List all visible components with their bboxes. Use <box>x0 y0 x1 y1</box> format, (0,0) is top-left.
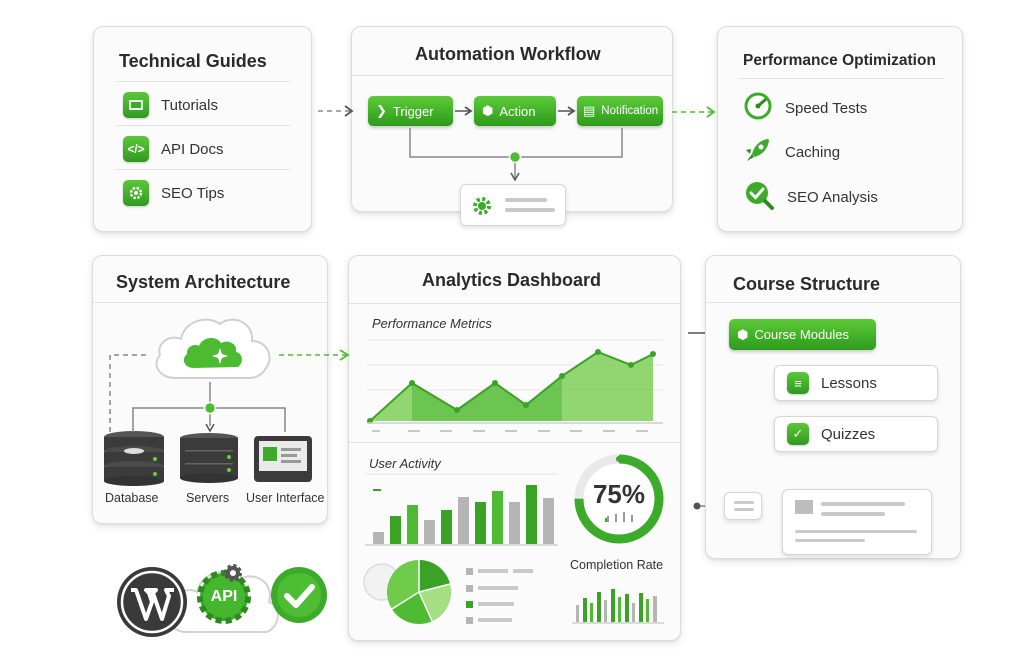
lessons-node[interactable]: ≡ Lessons <box>774 365 938 401</box>
code-icon: </> <box>123 136 149 162</box>
list-item-tutorials[interactable]: Tutorials <box>123 92 218 118</box>
divider <box>706 302 960 303</box>
check-badge-icon <box>270 566 328 629</box>
wordpress-logo <box>116 566 188 643</box>
api-gear-icon <box>195 568 253 631</box>
database-label: Database <box>105 491 159 505</box>
thumbnail <box>795 500 813 514</box>
chevron-right-icon: ❯ <box>376 103 387 118</box>
course-modules-node[interactable]: ⬢ Course Modules <box>729 319 876 350</box>
placeholder-line <box>821 502 905 506</box>
placeholder-line <box>505 198 547 202</box>
action-step[interactable]: ⬢ Action <box>474 96 556 126</box>
speed-tests-label: Speed Tests <box>785 99 868 117</box>
small-doc-box <box>724 492 762 520</box>
notification-step[interactable]: ▤ Notification <box>577 96 663 126</box>
divider <box>93 302 327 303</box>
divider <box>116 125 290 126</box>
completion-ring <box>574 454 664 544</box>
analytics-dashboard-title: Analytics Dashboard <box>422 270 602 290</box>
placeholder-line <box>795 539 865 542</box>
system-architecture-title: System Architecture <box>116 272 291 292</box>
list-item-speed-tests[interactable]: Speed Tests <box>743 91 867 125</box>
performance-metrics-label: Performance Metrics <box>372 316 492 331</box>
list-item-seo-analysis[interactable]: SEO Analysis <box>743 179 878 215</box>
checkbox-icon: ✓ <box>787 423 809 445</box>
document-icon: ▤ <box>583 103 596 118</box>
cube-icon: ⬢ <box>737 326 749 342</box>
api-docs-label: API Docs <box>161 140 224 158</box>
list-item-caching[interactable]: Caching <box>743 135 840 169</box>
performance-area-chart <box>367 339 663 432</box>
technical-guides-card: Technical Guides Tutorials </> API Docs … <box>93 26 312 232</box>
automation-workflow-title: Automation Workflow <box>415 44 601 64</box>
trigger-step[interactable]: ❯ Trigger <box>368 96 453 126</box>
user-interface-label: User Interface <box>246 491 325 505</box>
divider <box>352 75 672 76</box>
database-icon <box>103 430 165 491</box>
notification-label: Notification <box>601 105 659 117</box>
performance-optimization-card: Performance Optimization Speed Tests Cac… <box>717 26 963 232</box>
completion-rate-label: Completion Rate <box>570 558 664 572</box>
technical-guides-title: Technical Guides <box>119 51 267 71</box>
completion-value: 75% <box>592 479 646 509</box>
cube-icon: ⬢ <box>482 103 494 118</box>
monitor-icon <box>253 435 313 488</box>
placeholder-line <box>505 208 555 212</box>
list-item-seo-tips[interactable]: SEO Tips <box>123 180 224 206</box>
action-label: Action <box>499 103 536 119</box>
lessons-label: Lessons <box>821 374 877 392</box>
trigger-label: Trigger <box>392 103 434 119</box>
list-item-api-docs[interactable]: </> API Docs <box>123 136 224 162</box>
placeholder-line <box>795 530 917 533</box>
course-modules-label: Course Modules <box>754 327 850 342</box>
tutorials-label: Tutorials <box>161 96 218 114</box>
divider <box>738 78 944 79</box>
magnifier-check-icon <box>743 179 775 215</box>
user-activity-bar-chart <box>365 473 558 546</box>
placeholder-line <box>734 508 754 511</box>
caching-label: Caching <box>785 143 841 161</box>
servers-label: Servers <box>186 491 230 505</box>
cloud-icon <box>148 308 278 389</box>
workflow-output-box[interactable] <box>460 184 566 226</box>
seo-tips-label: SEO Tips <box>161 184 225 202</box>
rocket-icon <box>743 135 773 169</box>
user-activity-label: User Activity <box>369 456 441 471</box>
divider <box>116 169 290 170</box>
api-label: API <box>210 588 238 605</box>
seo-gear-icon <box>123 180 149 206</box>
book-icon <box>123 92 149 118</box>
pie-legend <box>466 568 533 624</box>
gear-icon <box>471 195 493 222</box>
divider <box>349 303 680 304</box>
list-icon: ≡ <box>787 372 809 394</box>
small-gear-icon <box>222 562 244 589</box>
course-structure-title: Course Structure <box>733 274 881 294</box>
mini-bar-chart <box>572 589 664 624</box>
content-box <box>782 489 932 555</box>
divider <box>349 442 680 443</box>
server-icon <box>179 432 239 489</box>
quizzes-label: Quizzes <box>821 425 876 443</box>
connectors <box>109 105 904 510</box>
divider <box>116 81 290 82</box>
pie-chart <box>363 560 451 624</box>
seo-analysis-label: SEO Analysis <box>787 188 878 206</box>
performance-optimization-title: Performance Optimization <box>743 52 936 69</box>
placeholder-line <box>734 501 754 504</box>
speedometer-icon <box>743 91 773 125</box>
placeholder-line <box>821 512 885 516</box>
quizzes-node[interactable]: ✓ Quizzes <box>774 416 938 452</box>
